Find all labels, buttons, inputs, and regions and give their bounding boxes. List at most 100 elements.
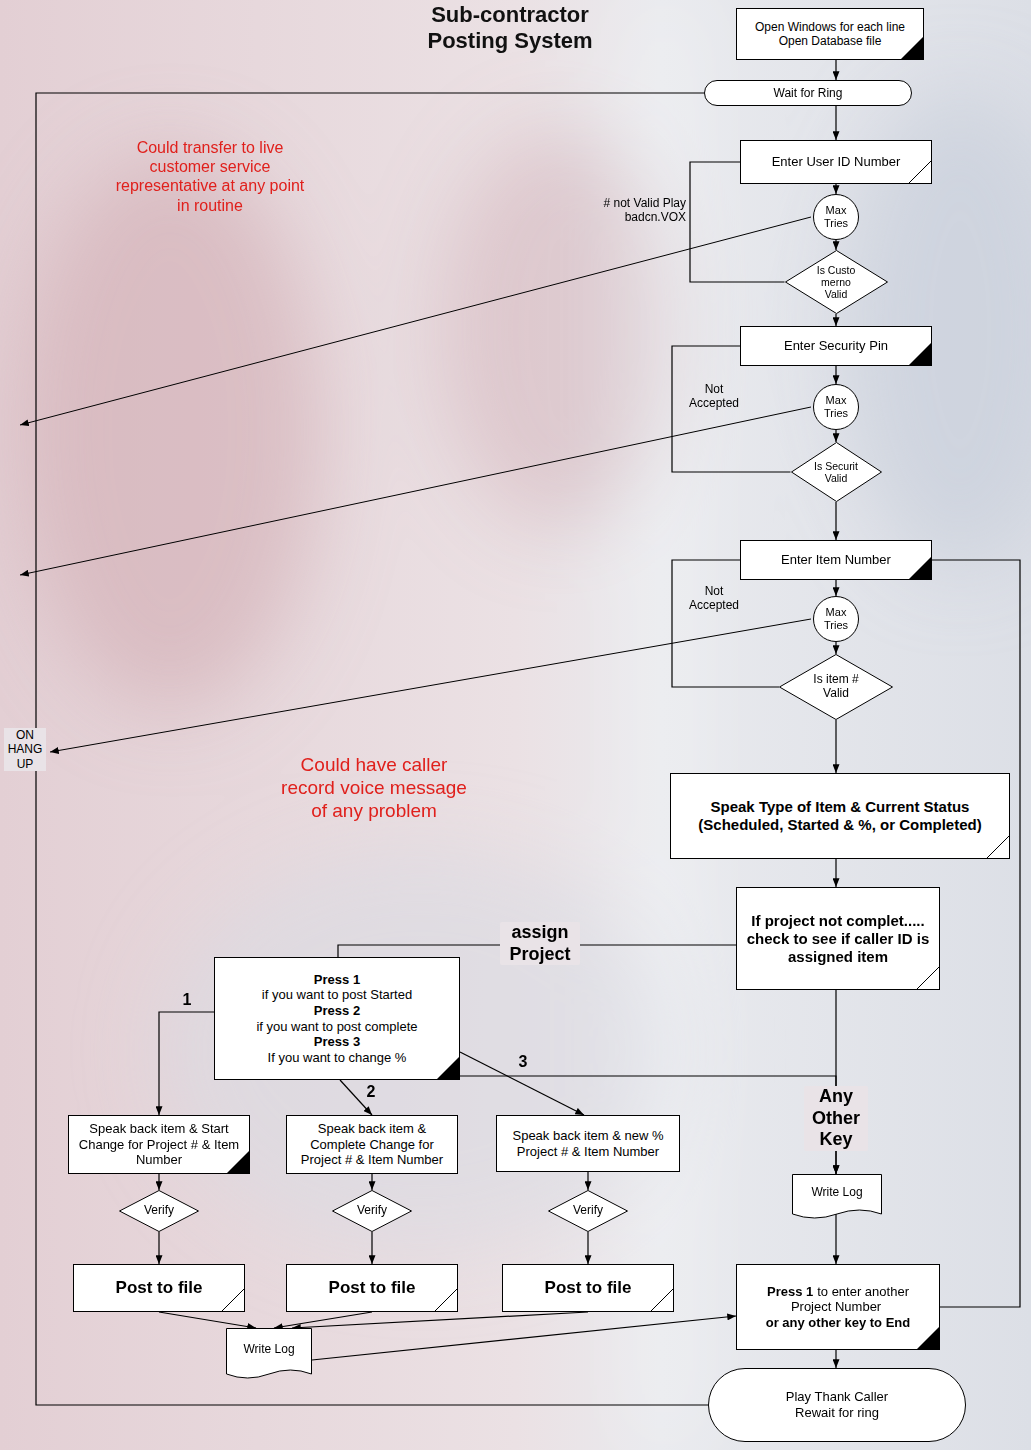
decision-diamond: Is Custo merno Valid: [785, 250, 888, 314]
process-box: Enter Security Pin: [740, 326, 932, 366]
node-text: Press 2: [220, 1003, 454, 1019]
node-label: Verify: [573, 1204, 603, 1218]
node-label: If project not complet..... check to see…: [742, 912, 934, 966]
node-text: Wait for Ring: [717, 86, 899, 100]
corner-mark: [909, 161, 931, 183]
node-text: Press 1: [767, 1284, 813, 1299]
node-label: Post to file: [79, 1278, 239, 1298]
node-text: Press 3: [220, 1034, 454, 1050]
node-text: Verify: [144, 1204, 174, 1218]
node-label: Wait for Ring: [717, 86, 899, 100]
counter-circle: Max Tries: [813, 384, 859, 430]
node-label: Is Custo merno Valid: [816, 264, 856, 300]
process-box: Open Windows for each line Open Database…: [736, 8, 924, 60]
corner-mark: [917, 967, 939, 989]
flow-connector: [159, 1012, 214, 1115]
flow-connector: [835, 366, 836, 384]
decision-diamond-outline: [785, 251, 887, 314]
flow-connector: [460, 1076, 836, 1174]
node-text: if you want to post complete: [220, 1019, 454, 1035]
edge-label: Not Accepted: [684, 382, 744, 411]
corner-triangle: [917, 1327, 939, 1349]
node-text: Post to file: [508, 1278, 668, 1298]
node-label: Press 1to enter another Project Numberor…: [753, 1284, 923, 1331]
flow-connector: [835, 240, 836, 250]
corner-triangle: [909, 343, 931, 365]
node-text: If project not complet..... check to see…: [742, 912, 934, 966]
corner-mark: [227, 1151, 249, 1173]
node-text: Speak back item & Complete Change for Pr…: [292, 1121, 452, 1168]
node-text: Max Tries: [822, 204, 850, 229]
flow-connector: [835, 60, 836, 80]
flow-connector: [835, 184, 836, 194]
node-label: Speak back item & new % Project # & Item…: [502, 1128, 674, 1159]
node-label: Speak back item & Start Change for Proje…: [74, 1121, 244, 1168]
flow-connector: [835, 430, 836, 442]
process-box: Post to file: [502, 1264, 674, 1312]
terminal-box: Wait for Ring: [704, 80, 912, 106]
decision-diamond: Is item # Valid: [779, 654, 893, 720]
option-number: 3: [516, 1052, 530, 1071]
diagram-title: Sub-contractor Posting System: [410, 2, 610, 55]
process-box: Post to file: [286, 1264, 458, 1312]
decision-diamond-outline: [780, 655, 893, 720]
node-text: Max Tries: [822, 606, 850, 631]
corner-slash: [917, 967, 939, 989]
flow-connector: [835, 642, 836, 654]
node-label: Enter User ID Number: [746, 154, 926, 170]
node-text: Speak back item & new % Project # & Item…: [502, 1128, 674, 1159]
flow-connector: [292, 1312, 588, 1328]
process-box: Speak back item & Start Change for Proje…: [68, 1115, 250, 1174]
process-box: Speak back item & new % Project # & Item…: [496, 1115, 680, 1172]
decision-diamond-outline: [120, 1191, 199, 1232]
process-box: If project not complet..... check to see…: [736, 887, 940, 990]
flow-connector: [158, 1174, 159, 1190]
node-text: if you want to post Started: [220, 987, 454, 1003]
corner-triangle: [437, 1057, 459, 1079]
node-text: Post to file: [292, 1278, 452, 1298]
flow-connector: [371, 1174, 372, 1190]
node-label: Enter Security Pin: [746, 338, 926, 354]
document-shape: Write Log: [226, 1328, 312, 1382]
flow-connector: [835, 580, 836, 596]
node-text: Speak back item & Start Change for Proje…: [74, 1121, 244, 1168]
corner-mark: [917, 1327, 939, 1349]
process-box: Speak Type of Item & Current Status (Sch…: [670, 773, 1010, 859]
flow-connector: [835, 314, 836, 326]
corner-mark: [222, 1289, 244, 1311]
terminal-box-outline: [705, 81, 912, 106]
node-text: Verify: [573, 1204, 603, 1218]
flow-connector: [587, 1232, 588, 1264]
leader-arrow: [50, 619, 811, 752]
node-text: Is item # Valid: [806, 673, 866, 701]
node-text: Press 1: [220, 972, 454, 988]
decision-diamond-outline: [549, 1191, 628, 1232]
option-number: 2: [364, 1082, 378, 1101]
node-label: Write Log: [798, 1185, 876, 1199]
corner-slash: [987, 836, 1009, 858]
process-box: Enter User ID Number: [740, 140, 932, 184]
flow-connector: [460, 1052, 584, 1115]
node-text: Verify: [357, 1204, 387, 1218]
document-shape-outline: [793, 1175, 882, 1219]
document-shape-outline: [227, 1329, 312, 1379]
node-label: Post to file: [292, 1278, 452, 1298]
node-text: Play Thank Caller: [745, 1389, 929, 1405]
annotation-note: Could have caller record voice message o…: [276, 754, 472, 822]
flow-connector: [835, 502, 836, 540]
corner-triangle: [227, 1151, 249, 1173]
node-text: Post to file: [79, 1278, 239, 1298]
flow-connector: [932, 560, 1020, 1307]
flow-connector: [835, 720, 836, 773]
decision-diamond: Verify: [548, 1190, 628, 1232]
flow-connector: [36, 93, 708, 1405]
process-box: Speak back item & Complete Change for Pr…: [286, 1115, 458, 1174]
node-label: Is item # Valid: [806, 673, 866, 701]
node-text: Open Windows for each line Open Database…: [742, 20, 918, 49]
flow-connector: [158, 1232, 159, 1264]
decision-diamond: Is Securit Valid: [791, 442, 882, 502]
node-label: Max Tries: [822, 394, 850, 419]
node-label: Max Tries: [822, 204, 850, 229]
document-shape: Write Log: [792, 1174, 882, 1222]
